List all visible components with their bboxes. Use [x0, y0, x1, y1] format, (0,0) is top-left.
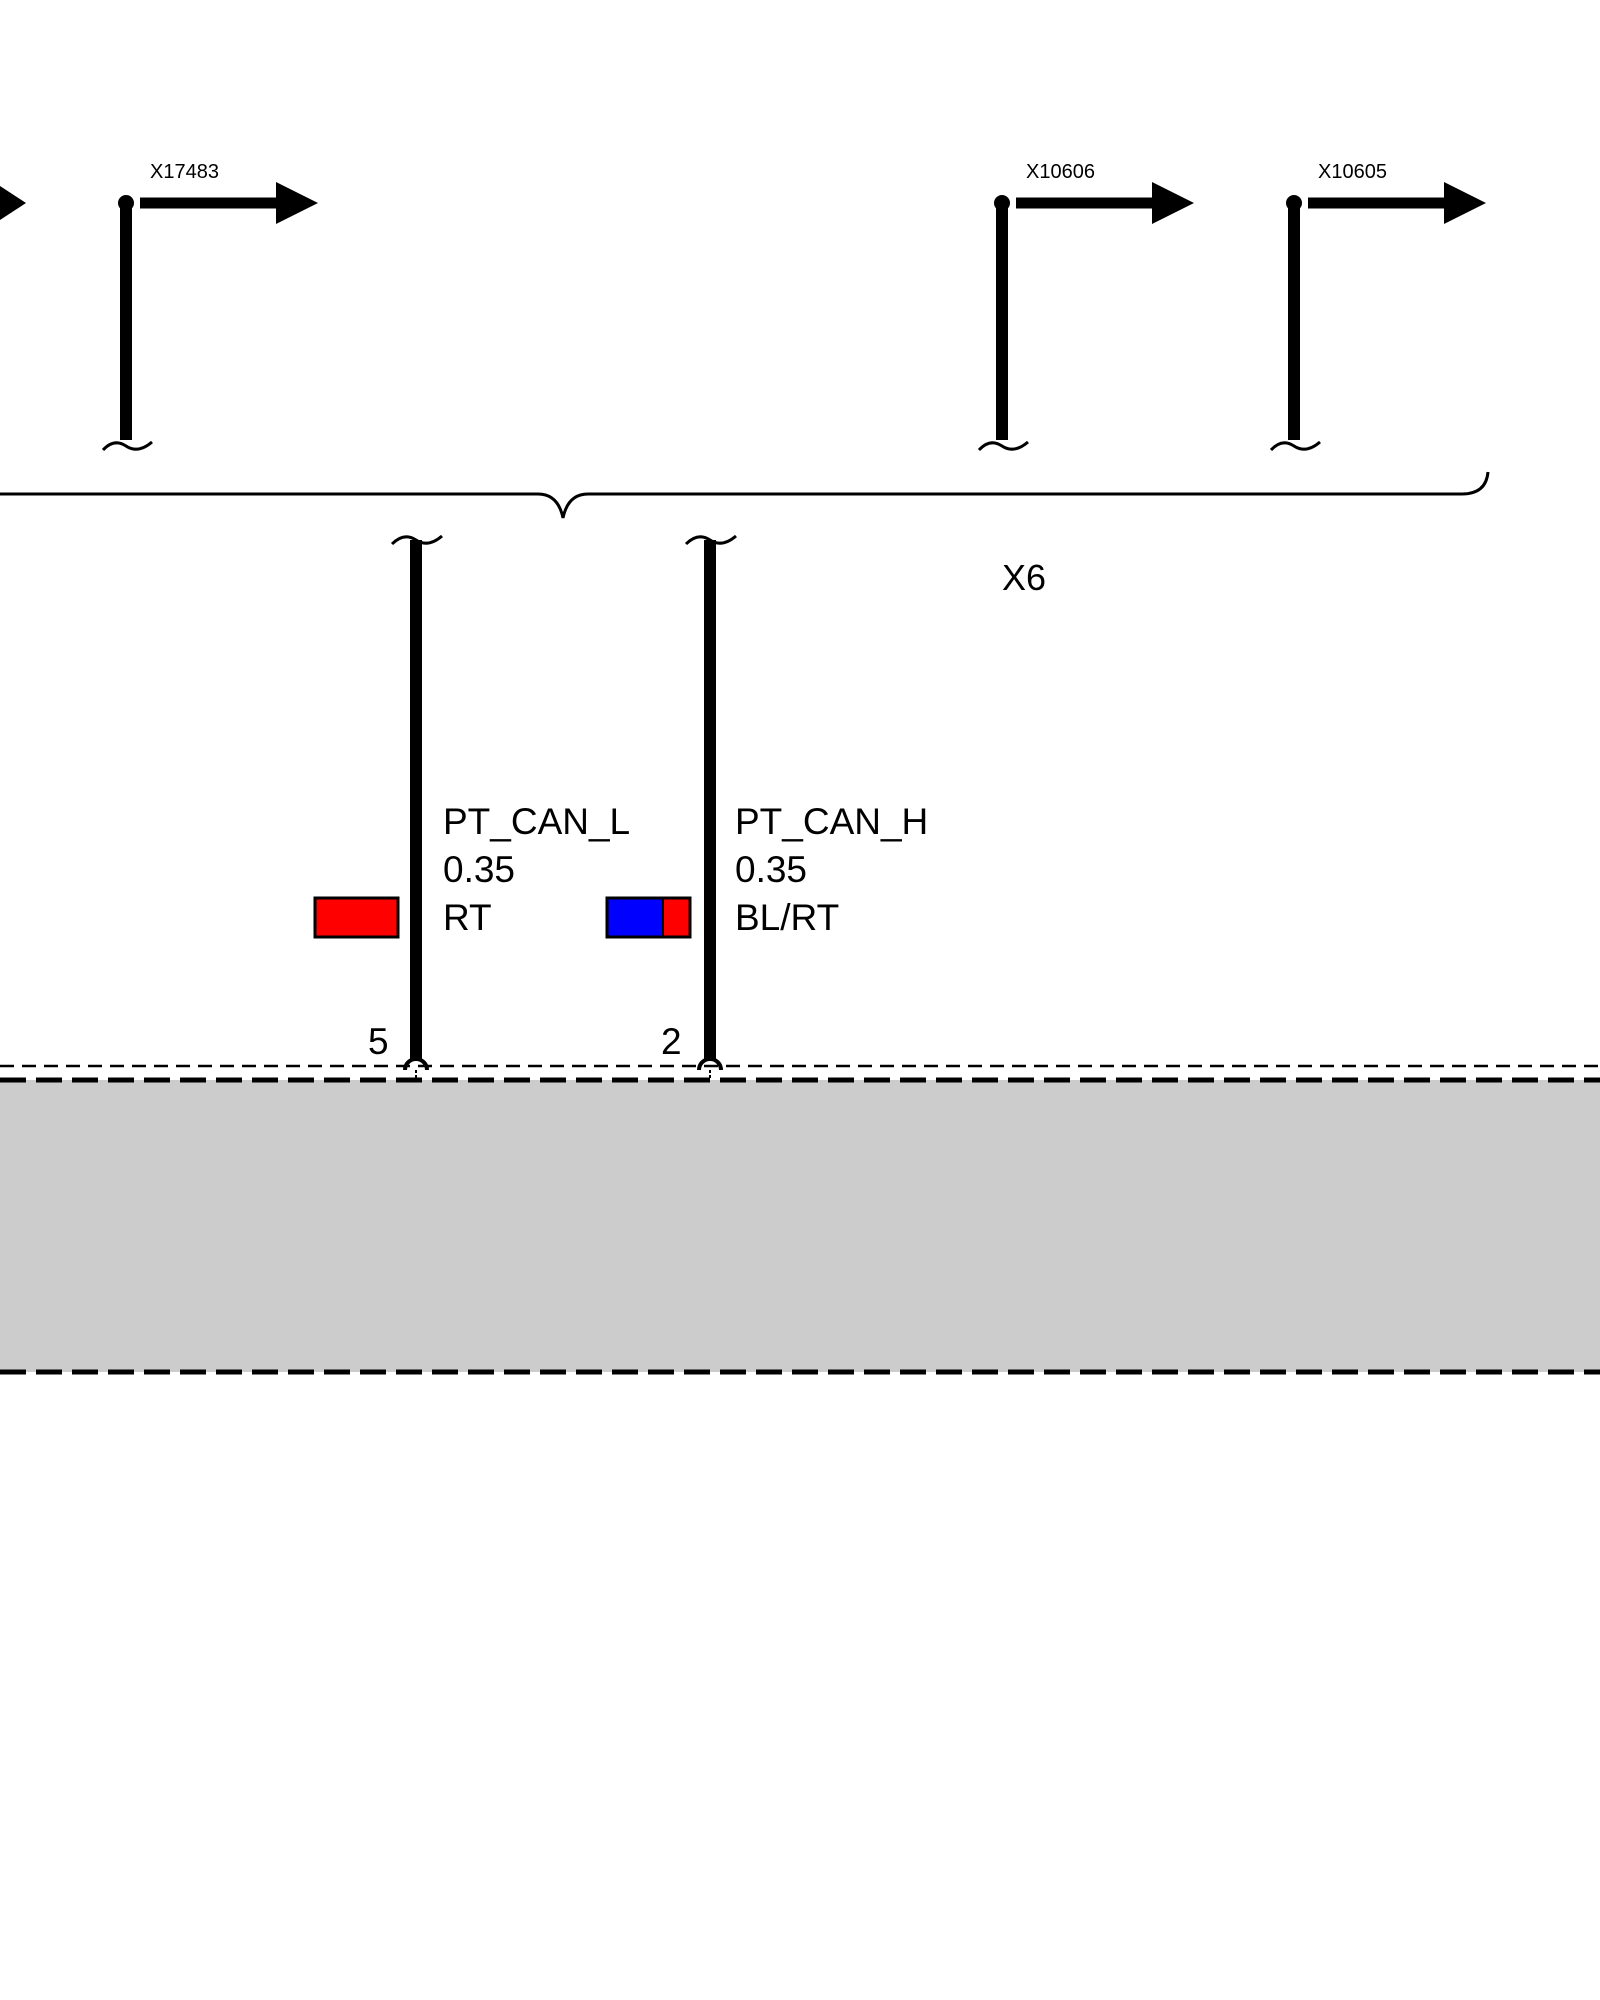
wire-break-symbol: [101, 440, 153, 452]
wire-color-code-label: RT: [443, 897, 492, 938]
pin-terminal-arc: [403, 1057, 429, 1071]
partial-arrow-left-edge: [0, 186, 26, 220]
wire-gauge-label: 0.35: [735, 849, 807, 890]
wire-break-symbol: [977, 440, 1029, 452]
connector-x10606[interactable]: X10606: [977, 161, 1194, 452]
wire-color-swatch: [313, 896, 400, 939]
connector-x10605[interactable]: X10605: [1269, 161, 1486, 452]
grouping-brace: [0, 471, 1490, 519]
connector-label: X17483: [150, 161, 219, 183]
wire-pt-can-h[interactable]: PT_CAN_H 0.35 BL/RT 2: [605, 534, 928, 1071]
wire-break-symbol: [1269, 440, 1321, 452]
connector-label: X10606: [1026, 161, 1095, 183]
arrow-right-icon: [1152, 182, 1194, 224]
pin-number: 2: [661, 1021, 682, 1062]
connector-x6-label: X6: [1002, 557, 1046, 598]
wire-signal-label: PT_CAN_L: [443, 801, 630, 842]
pin-number: 5: [368, 1021, 389, 1062]
component-fill: [0, 1080, 1600, 1372]
arrow-right-icon: [1444, 182, 1486, 224]
pin-terminal-arc: [697, 1057, 723, 1071]
wire-gauge-label: 0.35: [443, 849, 515, 890]
wire-color-code-label: BL/RT: [735, 897, 839, 938]
wire-color-swatch: [605, 896, 692, 939]
connector-x17483[interactable]: X17483: [101, 161, 318, 452]
component-box: [0, 1064, 1600, 1375]
arrow-right-icon: [276, 182, 318, 224]
wire-pt-can-l[interactable]: PT_CAN_L 0.35 RT 5: [313, 534, 630, 1071]
connector-label: X10605: [1318, 161, 1387, 183]
wire-signal-label: PT_CAN_H: [735, 801, 928, 842]
